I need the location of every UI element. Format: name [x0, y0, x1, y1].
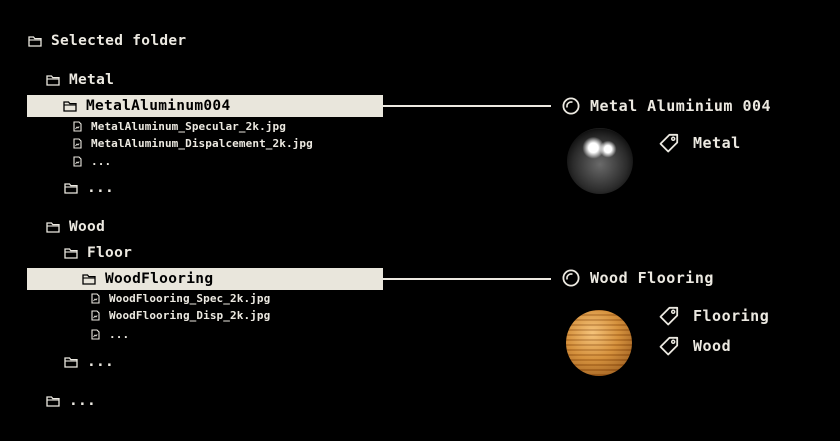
file-item[interactable]: WoodFlooring_Spec_2k.jpg — [91, 292, 270, 305]
folder-label: WoodFlooring — [105, 271, 214, 287]
tree-selected-metal-aluminum[interactable]: MetalAluminum004 — [27, 95, 383, 117]
material-name: Metal Aluminium 004 — [590, 97, 772, 115]
folder-icon — [82, 274, 96, 285]
file-label: WoodFlooring_Disp_2k.jpg — [109, 309, 271, 322]
file-item[interactable]: ... — [91, 328, 129, 341]
folder-label: Floor — [87, 245, 133, 261]
file-item[interactable]: ... — [73, 155, 111, 168]
folder-label: ... — [87, 180, 115, 196]
tree-folder-metal-aluminum[interactable]: MetalAluminum004 — [63, 98, 230, 114]
file-label: WoodFlooring_Spec_2k.jpg — [109, 292, 271, 305]
folder-icon — [63, 101, 77, 112]
folder-icon — [64, 183, 78, 194]
file-label: ... — [109, 328, 130, 341]
tree-root-label: Selected folder — [51, 33, 187, 49]
material-title: Wood Flooring — [562, 269, 714, 287]
connector-line — [383, 105, 551, 107]
material-tag[interactable]: Wood — [659, 336, 731, 356]
image-file-icon — [91, 310, 100, 321]
file-item[interactable]: MetalAluminum_Specular_2k.jpg — [73, 120, 286, 133]
file-label: MetalAluminum_Dispalcement_2k.jpg — [91, 137, 313, 150]
file-label: MetalAluminum_Specular_2k.jpg — [91, 120, 286, 133]
folder-icon — [28, 36, 42, 47]
folder-icon — [64, 357, 78, 368]
connector-line — [383, 278, 551, 280]
folder-icon — [46, 75, 60, 86]
material-tag[interactable]: Flooring — [659, 306, 769, 326]
image-file-icon — [73, 138, 82, 149]
folder-label: ... — [87, 354, 115, 370]
file-item[interactable]: WoodFlooring_Disp_2k.jpg — [91, 309, 270, 322]
tree-folder-floor[interactable]: Floor — [64, 245, 132, 261]
image-file-icon — [91, 293, 100, 304]
file-label: ... — [91, 155, 112, 168]
tree-folder-more[interactable]: ... — [46, 393, 96, 409]
tag-label: Metal — [693, 134, 741, 152]
file-item[interactable]: MetalAluminum_Dispalcement_2k.jpg — [73, 137, 313, 150]
tag-label: Flooring — [693, 307, 770, 325]
tree-folder-metal[interactable]: Metal — [46, 72, 114, 88]
tag-label: Wood — [693, 337, 732, 355]
tag-icon — [659, 336, 679, 356]
material-tag[interactable]: Metal — [659, 133, 741, 153]
folder-icon — [46, 222, 60, 233]
folder-label: Metal — [69, 72, 115, 88]
image-file-icon — [73, 121, 82, 132]
folder-label: ... — [69, 393, 97, 409]
folder-icon — [64, 248, 78, 259]
image-file-icon — [91, 329, 100, 340]
tree-folder-wood[interactable]: Wood — [46, 219, 105, 235]
tree-folder-more[interactable]: ... — [64, 180, 114, 196]
wood-sphere-preview — [566, 310, 632, 376]
tree-folder-wood-flooring[interactable]: WoodFlooring — [82, 271, 213, 287]
material-title: Metal Aluminium 004 — [562, 97, 771, 115]
tag-icon — [659, 306, 679, 326]
tag-icon — [659, 133, 679, 153]
folder-label: Wood — [69, 219, 106, 235]
folder-label: MetalAluminum004 — [86, 98, 231, 114]
tree-selected-wood-flooring[interactable]: WoodFlooring — [27, 268, 383, 290]
material-name: Wood Flooring — [590, 269, 714, 287]
tree-root[interactable]: Selected folder — [28, 33, 186, 49]
circle-icon — [562, 97, 580, 115]
folder-icon — [46, 396, 60, 407]
circle-icon — [562, 269, 580, 287]
tree-folder-more[interactable]: ... — [64, 354, 114, 370]
metal-sphere-preview — [567, 128, 633, 194]
image-file-icon — [73, 156, 82, 167]
